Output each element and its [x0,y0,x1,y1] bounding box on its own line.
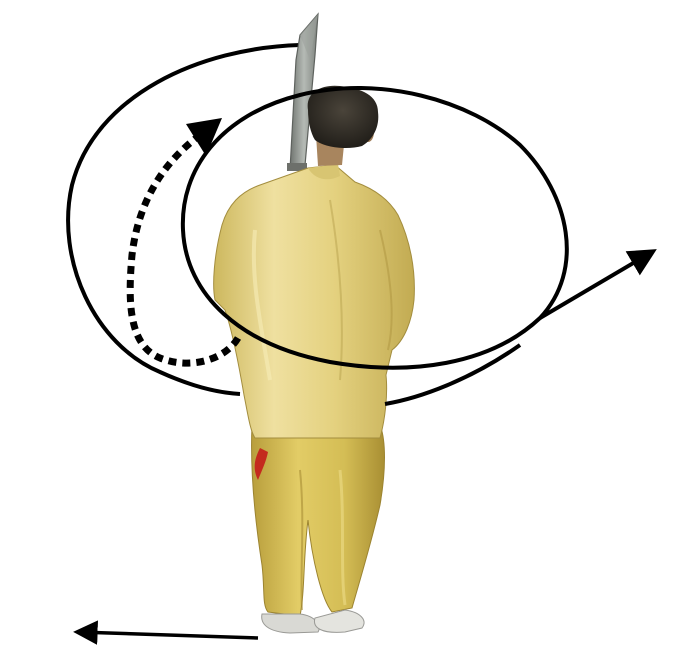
pants [251,424,385,617]
ground-arrow [73,620,259,645]
dotted-upward-arrow [126,132,242,367]
jacket [213,164,415,439]
shoes [261,609,365,634]
red-tassel [254,448,268,480]
large-loop-path [66,43,301,396]
broadsword-guard [287,163,307,171]
head [307,85,379,166]
dotted-arrow-head [186,118,222,156]
large-loop-front [384,343,522,406]
exit-arrow [538,249,657,320]
hair [307,85,379,148]
